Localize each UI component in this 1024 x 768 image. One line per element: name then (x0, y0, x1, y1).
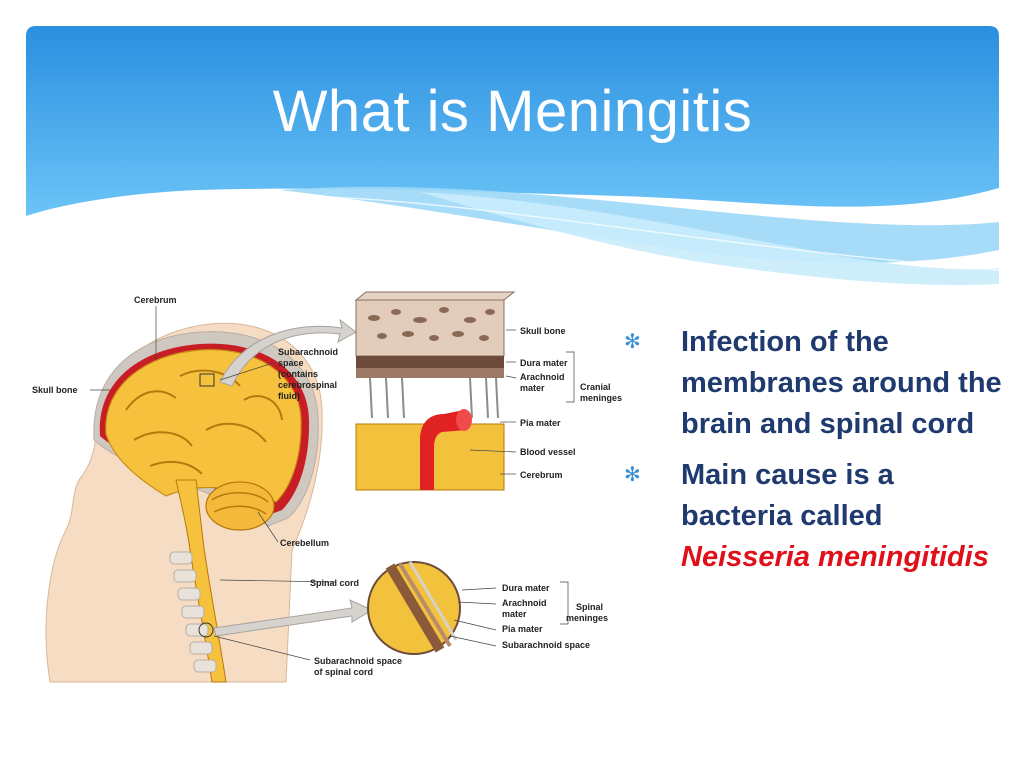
bacteria-name: Neisseria meningitidis (681, 541, 989, 573)
asterisk-bullet-icon: ✻ (624, 331, 641, 353)
meninges-anatomy-diagram: Cerebrum Skull bone Subarachnoid space (… (32, 291, 622, 683)
spinal-cutaway (367, 561, 461, 655)
spinal-detail-marker (198, 622, 214, 638)
label-skull-bone-right: Skull bone (520, 326, 566, 336)
label-arachnoid-bottom-2: mater (502, 609, 527, 619)
cranial-detail-marker (199, 373, 215, 387)
label-arachnoid-top-1: Arachnoid (520, 372, 565, 382)
label-sub-spinal-1: Subarachnoid space (314, 656, 402, 666)
label-cerebellum: Cerebellum (280, 538, 329, 548)
slide-title: What is Meningitis (272, 79, 753, 144)
label-subarachnoid-2: space (278, 358, 304, 368)
label-cranial-2: meninges (580, 393, 622, 403)
bullet-list: ✻ Infection of the membranes around the … (620, 322, 1005, 588)
label-pia-mater-top: Pia mater (520, 418, 561, 428)
label-spinal-cord: Spinal cord (310, 578, 359, 588)
label-skull-bone-left: Skull bone (32, 385, 78, 395)
arrow-to-spinal (213, 599, 374, 637)
label-arachnoid-bottom-1: Arachnoid (502, 598, 547, 608)
label-dura-mater-bottom: Dura mater (502, 583, 550, 593)
cranial-cutaway (354, 291, 516, 491)
label-subarachnoid-1: Subarachnoid (278, 347, 338, 357)
asterisk-bullet-icon: ✻ (624, 464, 641, 486)
label-arachnoid-top-2: mater (520, 383, 545, 393)
label-subarachnoid-space: Subarachnoid space (502, 640, 590, 650)
vertebrae (169, 551, 217, 673)
label-cerebrum: Cerebrum (134, 295, 177, 305)
brain-folds (125, 369, 283, 475)
label-pia-mater-bottom: Pia mater (502, 624, 543, 634)
spinal-cord-shape (175, 479, 227, 683)
label-cerebrum-right: Cerebrum (520, 470, 563, 480)
bullet-text: Main cause is a bacteria called (681, 459, 894, 532)
wave-line (299, 195, 1000, 271)
label-subarachnoid-3: (contains (278, 369, 318, 379)
label-spinal-1: Spinal (576, 602, 603, 612)
label-subarachnoid-5: fluid) (278, 391, 300, 401)
label-sub-spinal-2: of spinal cord (314, 667, 373, 677)
label-blood-vessel: Blood vessel (520, 447, 576, 457)
label-spinal-2: meninges (566, 613, 608, 623)
bullet-text: Infection of the membranes around the br… (681, 326, 1002, 440)
header-wave-background (26, 26, 1000, 286)
label-cranial-1: Cranial (580, 382, 611, 392)
cerebellum-folds (211, 492, 269, 515)
label-subarachnoid-4: cerebrospinal (278, 380, 337, 390)
header-band (26, 26, 999, 216)
label-dura-mater-top: Dura mater (520, 358, 568, 368)
bullet-item: ✻ Infection of the membranes around the … (620, 322, 1005, 445)
bullet-item: ✻ Main cause is a bacteria called Neisse… (620, 455, 1005, 578)
leader-lines (90, 306, 575, 661)
